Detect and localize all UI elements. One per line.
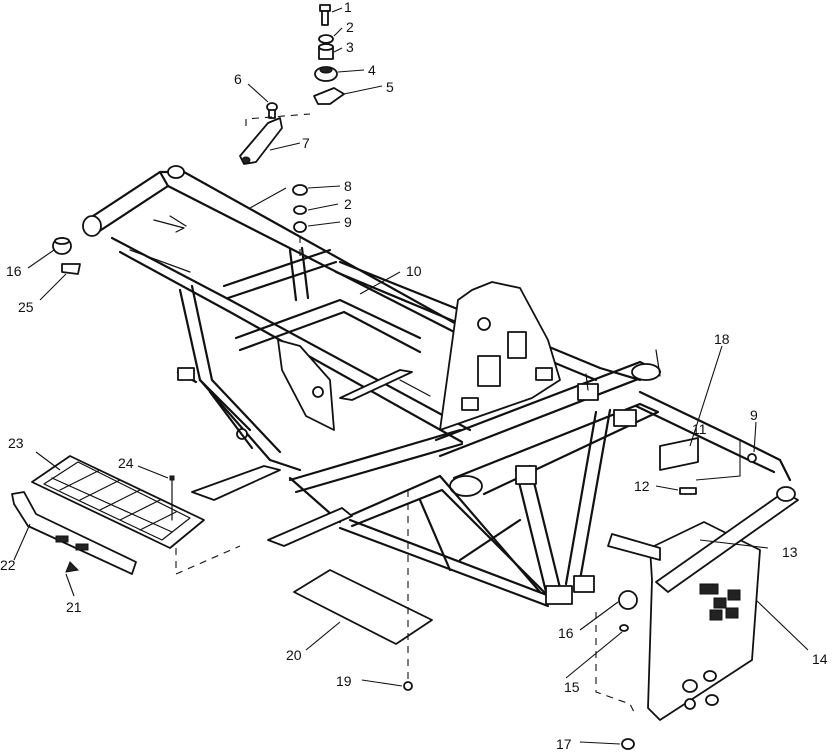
skid-plate-part-20 (293, 569, 433, 645)
callout-3: 3 (346, 39, 354, 55)
washer-part-2 (318, 34, 334, 44)
callout-16-front: 16 (558, 625, 574, 641)
rear-rack-part-23 (31, 455, 205, 549)
callout-19: 19 (336, 673, 352, 689)
callout-22: 22 (0, 557, 16, 573)
bolt-part-12 (679, 487, 697, 495)
bolt-part-6 (266, 102, 278, 119)
damper-part-4 (314, 66, 338, 82)
callout-13: 13 (782, 544, 798, 560)
bolt-part-17 (621, 738, 635, 750)
callout-1: 1 (344, 0, 352, 15)
callout-20: 20 (286, 647, 302, 663)
nut-part-9 (293, 221, 307, 233)
right-footpeg (267, 507, 353, 547)
nut-part-9-front (747, 453, 757, 463)
grab-bar-part-13 (655, 486, 799, 593)
dash-guide-11 (695, 440, 741, 481)
arrow-part-21 (65, 561, 80, 573)
dash-guide-17 (595, 612, 637, 717)
callout-4: 4 (368, 62, 376, 78)
callout-7: 7 (302, 135, 310, 151)
fastener-part-19 (403, 681, 413, 691)
bolt-part-1 (319, 4, 331, 26)
screw-part-24 (169, 475, 175, 521)
front-bumper-part-14 (607, 521, 761, 721)
callout-9: 9 (344, 214, 352, 230)
callout-9-front: 9 (750, 407, 758, 423)
callout-23: 23 (8, 435, 24, 451)
callout-25: 25 (18, 299, 34, 315)
plug-part-16-front (618, 590, 638, 610)
washer-part-8 (292, 184, 308, 196)
callout-15: 15 (564, 679, 580, 695)
washer-part-2b (293, 205, 307, 215)
callout-2: 2 (346, 19, 354, 35)
mount-leader (249, 187, 287, 209)
dash-guide-rack (175, 545, 241, 575)
callout-14: 14 (812, 651, 828, 667)
callout-11: 11 (692, 421, 707, 437)
callout-10: 10 (406, 263, 422, 279)
screw-part-15 (619, 624, 629, 632)
callout-5: 5 (386, 79, 394, 95)
callout-21: 21 (66, 599, 82, 615)
callout-16-rear: 16 (6, 263, 22, 279)
arm-hole (241, 156, 251, 164)
bushing-part-3 (318, 43, 334, 60)
dash-guide-7 (245, 113, 311, 126)
tag-part-25 (61, 263, 81, 275)
leader-lines (13, 7, 809, 745)
callout-6: 6 (234, 71, 242, 87)
pad-part-18 (659, 437, 699, 471)
arm-part-7 (239, 117, 283, 165)
callout-17: 17 (556, 736, 572, 752)
left-footpeg (191, 465, 281, 501)
callout-2-lower: 2 (344, 196, 352, 212)
callout-12: 12 (634, 478, 650, 494)
rear-bumper-part-22 (11, 491, 137, 575)
bracket-part-5 (313, 87, 345, 105)
callout-8: 8 (344, 178, 352, 194)
callout-24: 24 (118, 455, 134, 471)
callout-18: 18 (714, 331, 730, 347)
plug-part-16-rear (52, 237, 72, 255)
